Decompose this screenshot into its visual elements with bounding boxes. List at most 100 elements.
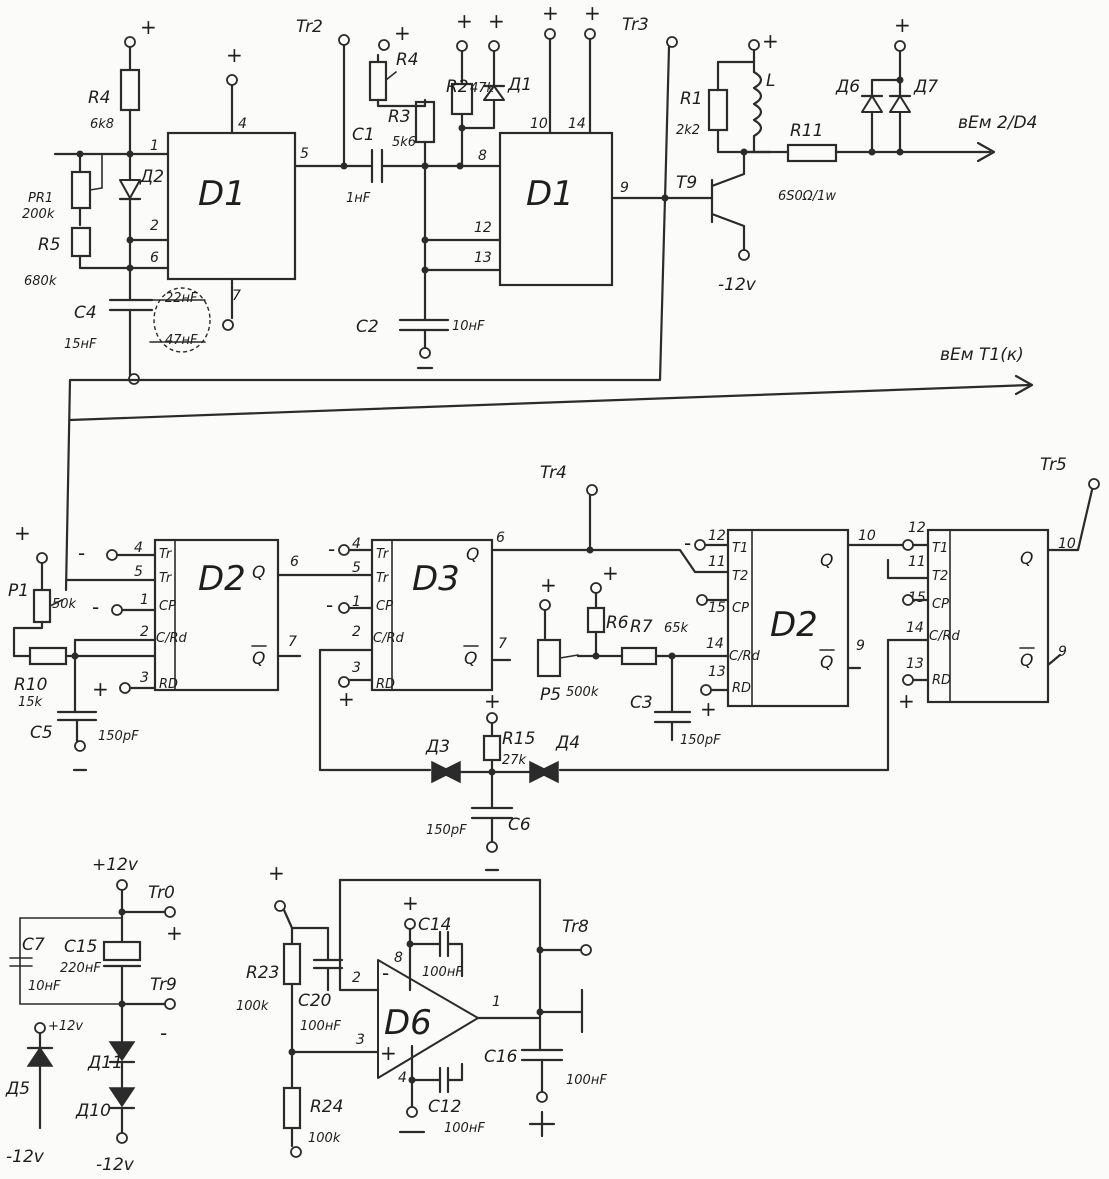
d1-right-block: D1 8 10 14 12 13 9 [474,116,629,287]
pin-label: 6 [496,530,505,546]
plus-sign: + [226,43,243,67]
pin-label: 9 [856,638,865,654]
r11-resistor: R11 6S0Ω/1w [742,121,992,204]
ff-qbar-label: Q [252,649,265,669]
r10-label: R10 [14,675,47,695]
pr1-value: 200k [22,207,55,222]
plus-sign: + [584,1,601,25]
c14-label: C14 [418,915,452,935]
p1-value: 50k [52,597,77,612]
pin-label: 9 [1058,644,1067,660]
r4b-label: R4 [396,50,419,70]
r24-label: R24 [310,1097,343,1117]
c2-label: C2 [356,317,379,337]
pin-label: 3 [352,660,361,676]
plus-sign: + [484,689,501,713]
minus-sign: - [684,531,691,555]
d7-diode-label: Д7 [913,77,938,97]
c7-label: C7 [22,935,45,955]
c1-label: C1 [352,125,375,145]
c15-value: 220нF [60,961,101,976]
power-section: +12v Tr0 + C15 220нF C7 10нF Tr9 - [9,855,183,1045]
d5-flipflop-block: T1 T2 CP C/Rd RD Q Q 12 11 15 14 13 10 9 [906,520,1076,704]
p5-value: 500k [566,685,599,700]
pin-label: 7 [232,288,241,304]
tr0-label: Tr0 [148,883,175,903]
pin-label: 3 [140,670,149,686]
tr5-label: Tr5 [1040,455,1067,475]
pin-label: 5 [352,560,361,576]
r3-value: 5k6 [392,135,416,150]
r5-resistor: R5 680k [24,226,132,289]
pin-label: 14 [906,620,924,636]
r4-potentiometer: R4 [368,39,427,108]
pin-label: 2 [140,624,149,640]
r10-resistor: R10 15k [14,646,157,710]
r2-value: 47k [470,81,495,96]
plus-sign: + [166,921,183,945]
d2-diode-label: Д2 [139,167,164,187]
d1-left-label: D1 [198,174,246,214]
r5-label: R5 [38,235,61,255]
c15-label: C15 [64,937,98,957]
ff-label: C/Rd [729,649,760,664]
d2-right-label: D2 [770,605,818,645]
plus-sign: + [542,1,559,25]
ff-label: T2 [732,569,748,584]
pin-label: 7 [498,636,507,652]
r3-label: R3 [388,107,411,127]
tr2-testpoint: Tr2 [296,17,350,168]
r7-resistor: R7 65k [620,617,730,666]
r11-value: 6S0Ω/1w [778,189,836,204]
pin-label: 5 [300,146,309,162]
pin-label: 1 [492,994,501,1010]
ff-label: Tr [159,571,173,586]
pin-label: 10 [530,116,548,132]
c3-label: C3 [630,693,653,713]
minus-12v-label: -12v [718,275,757,295]
r23-label: R23 [246,963,279,983]
d5-diode: +12v Д5 -12v [5,1019,83,1167]
c4-capacitor: C4 15нF [64,298,154,385]
c2-capacitor: C2 10нF [356,317,485,370]
tr9-label: Tr9 [150,975,177,995]
tr3-testpoint: Tr3 [622,15,678,202]
output-label-t1: вЕм Т1(к) [940,345,1024,365]
ff-label: RD [376,677,395,692]
d1-diode-label: Д1 [507,75,532,95]
r23-resistor: + R23 100k [236,861,330,1054]
c16-capacitor: C16 100нF [484,1047,607,1138]
d4-diode-label: Д4 [555,733,580,753]
pr1-label: PR1 [28,191,53,206]
ff-q-label: Q [466,545,479,565]
tr3-label: Tr3 [622,15,649,35]
plus-sign: + [394,21,411,45]
pin-label: 8 [394,950,403,966]
c5-label: C5 [30,723,53,743]
c22-c47-option: 22нF 47нF [149,287,211,353]
ff-label: Tr [159,547,173,562]
ff-label: CP [932,597,949,612]
plus-sign: + [380,1041,397,1065]
pin-label: 4 [134,540,143,556]
pin-label: 6 [150,250,159,266]
r6-label: R6 [606,613,629,633]
d2-left-block: D2 Tr Tr CP C/Rd RD Q Q 4 5 1 2 3 6 7 [134,538,299,692]
pin-label: 10 [1058,536,1076,552]
d3-diode-label: Д3 [425,737,450,757]
d3-block: D3 Tr Tr CP C/Rd RD Q Q 4 5 1 2 3 6 7 [352,530,507,692]
plus-sign: + [338,687,355,711]
c20-value: 100нF [300,1019,341,1034]
pin-label: 12 [908,520,926,536]
ff-qbar-label: Q [1020,651,1033,671]
d6-label: D6 [384,1003,432,1043]
ff-label: T2 [932,569,948,584]
d1-right-label: D1 [526,174,574,214]
pin-label: 3 [356,1032,365,1048]
r5-value: 680k [24,274,57,289]
pin-label: 4 [352,536,361,552]
plus-sign: + [268,861,285,885]
pr1-potentiometer: PR1 200k [22,152,103,227]
p1-label: P1 [8,581,29,601]
pin-label: 11 [708,554,726,570]
